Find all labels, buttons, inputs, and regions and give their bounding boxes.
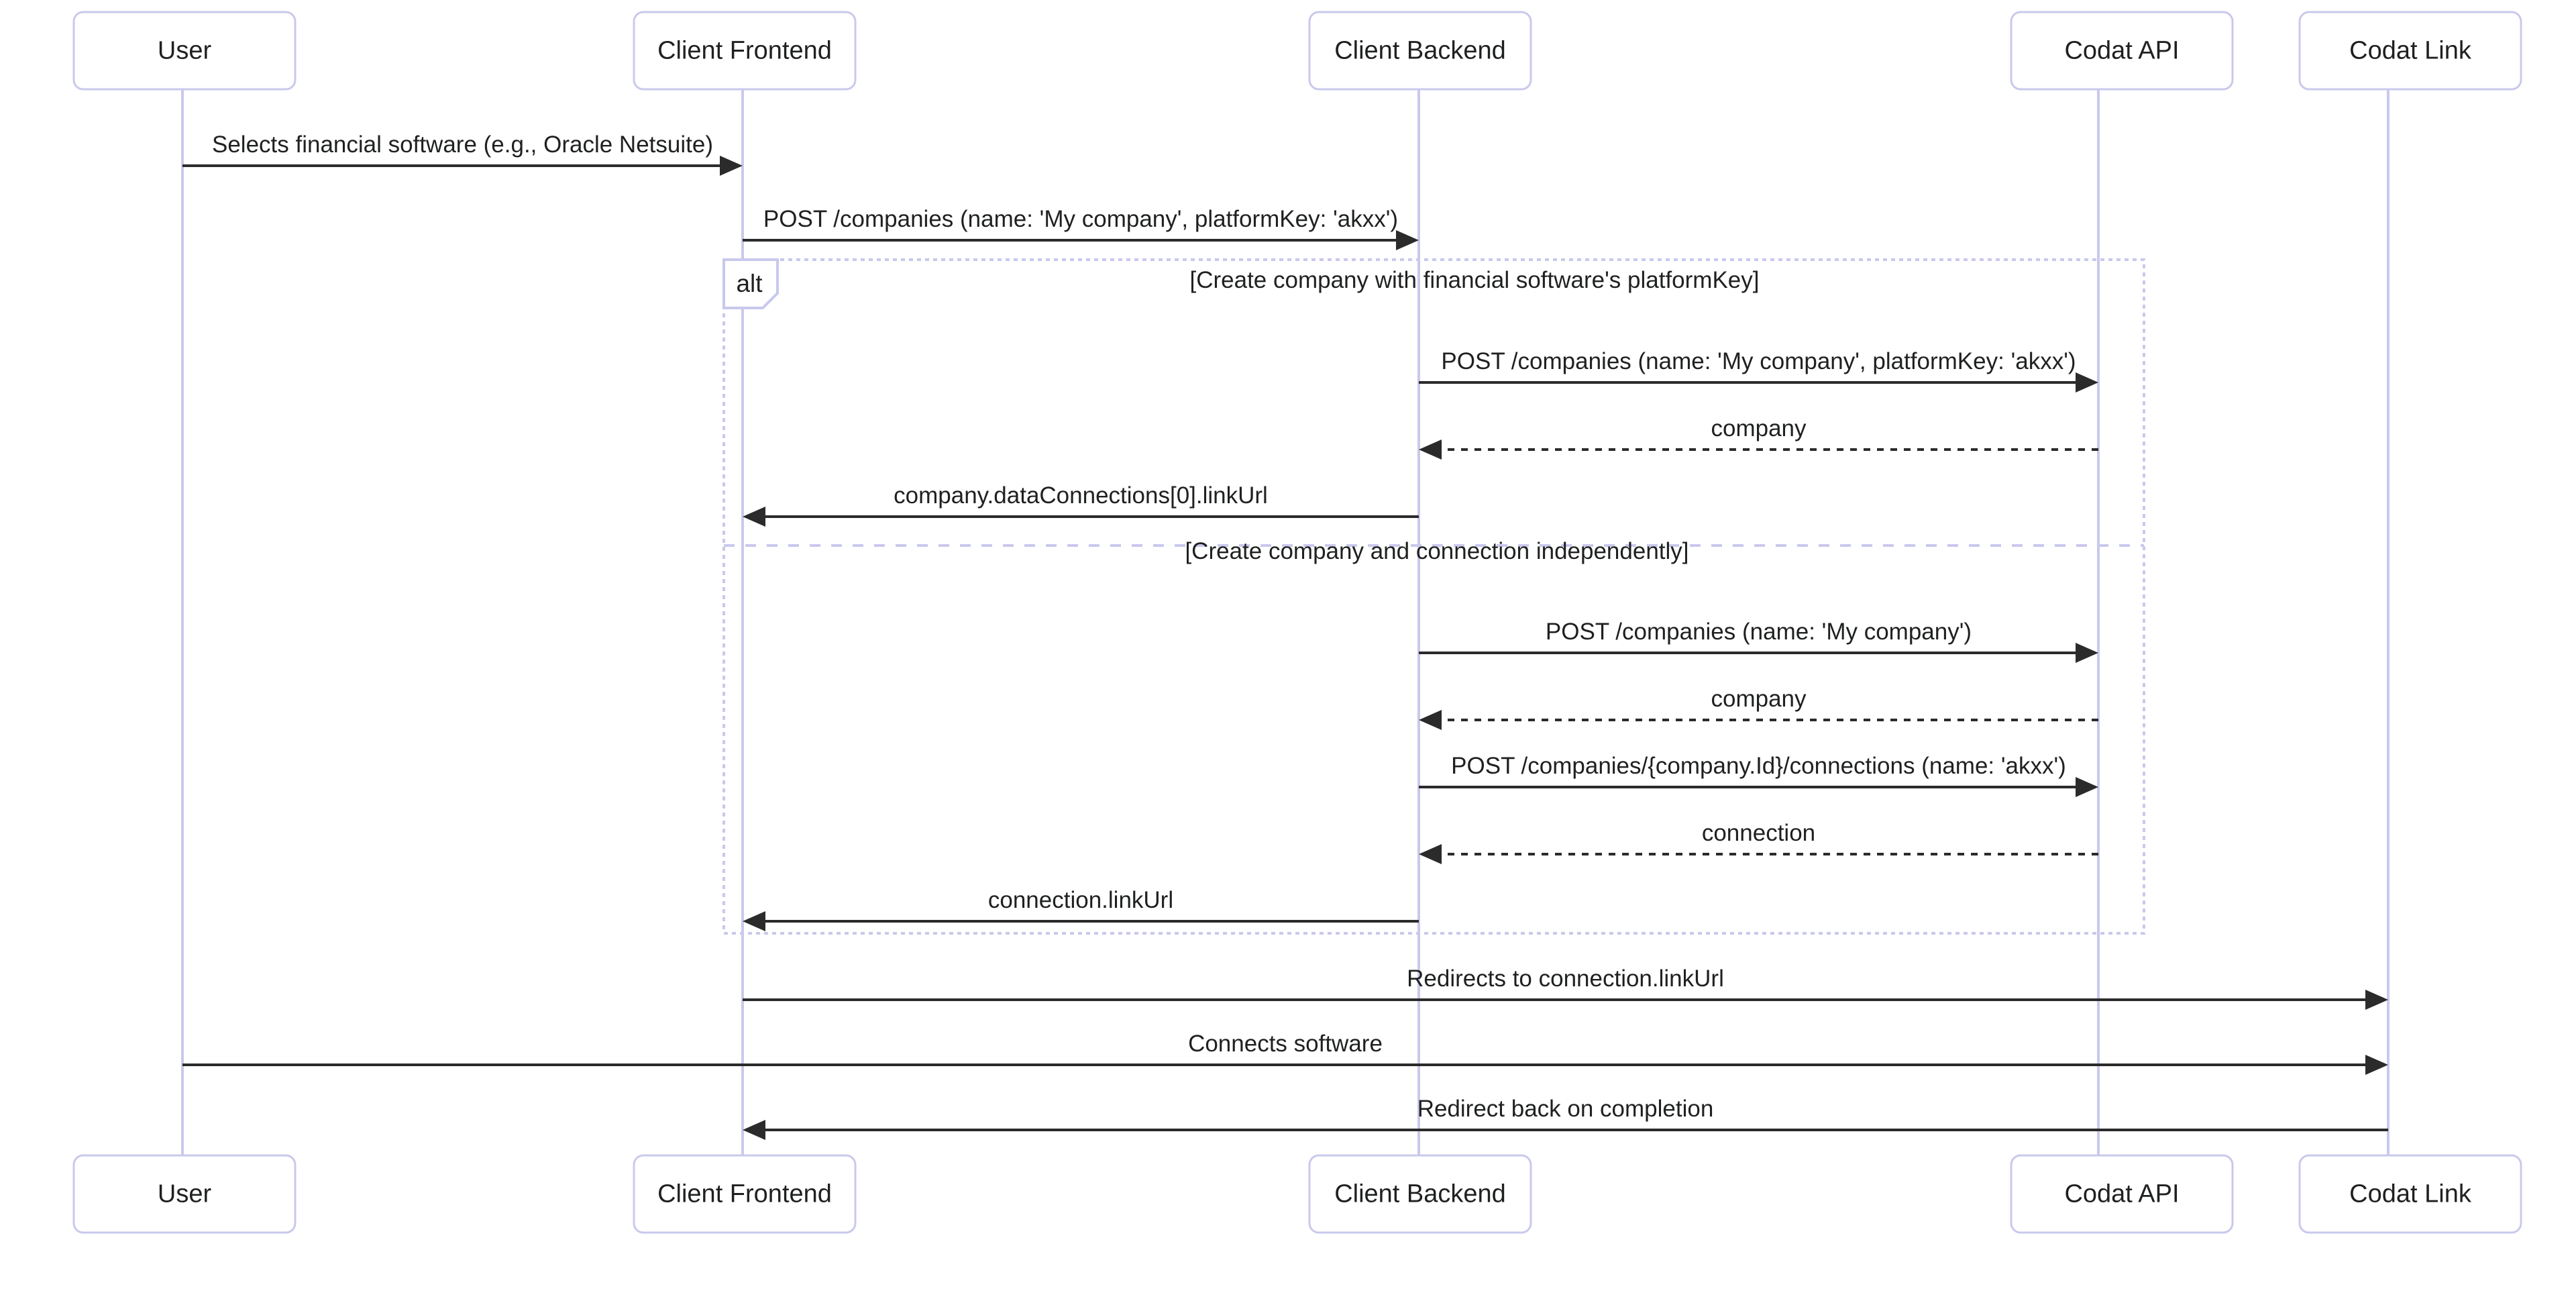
actor-label-backend-bottom: Client Backend	[1334, 1180, 1506, 1208]
message-arrowhead-m5	[743, 507, 765, 527]
message-m8: POST /companies/{company.Id}/connections…	[1419, 753, 2098, 797]
actor-box-rect-backend-bottom[interactable]	[1308, 1154, 1532, 1234]
message-label-m8: POST /companies/{company.Id}/connections…	[1451, 753, 2066, 779]
actor-label-link-top: Codat Link	[2349, 37, 2472, 65]
message-arrowhead-m6	[2076, 643, 2098, 663]
message-label-m3: POST /companies (name: 'My company', pla…	[1441, 348, 2076, 374]
message-m13: Redirect back on completion	[743, 1096, 2388, 1140]
message-label-m13: Redirect back on completion	[1417, 1096, 1714, 1122]
actor-box-rect-user-top[interactable]	[72, 11, 297, 91]
message-m12: Connects software	[182, 1031, 2388, 1075]
message-m3: POST /companies (name: 'My company', pla…	[1419, 348, 2098, 393]
alt-condition-branch2: [Create company and connection independe…	[1185, 538, 1688, 564]
message-label-m9: connection	[1702, 820, 1815, 846]
message-arrowhead-m9	[1419, 844, 1442, 864]
actor-box-user-bottom[interactable]: User	[72, 1154, 297, 1234]
actor-label-api-bottom: Codat API	[2064, 1180, 2179, 1208]
message-m11: Redirects to connection.linkUrl	[743, 966, 2388, 1010]
message-arrowhead-m10	[743, 911, 765, 931]
actor-box-frontend-top[interactable]: Client Frontend	[633, 11, 857, 91]
actor-label-user-bottom: User	[158, 1180, 212, 1208]
message-arrowhead-m13	[743, 1120, 765, 1140]
message-m9: connection	[1419, 820, 2098, 864]
actor-box-user-top[interactable]: User	[72, 11, 297, 91]
message-arrowhead-m8	[2076, 777, 2098, 797]
message-label-m10: connection.linkUrl	[988, 887, 1173, 913]
message-arrowhead-m4	[1419, 439, 1442, 460]
actor-box-rect-frontend-bottom[interactable]	[633, 1154, 857, 1234]
message-arrowhead-m11	[2365, 990, 2388, 1010]
actor-box-rect-link-bottom[interactable]	[2298, 1154, 2522, 1234]
message-label-m1: Selects financial software (e.g., Oracle…	[212, 132, 713, 158]
alt-block-group: alt [Create company with financial softwa…	[722, 258, 2145, 935]
message-label-m12: Connects software	[1188, 1031, 1383, 1057]
message-m1: Selects financial software (e.g., Oracle…	[182, 132, 743, 176]
actor-box-rect-backend-top[interactable]	[1308, 11, 1532, 91]
message-m7: company	[1419, 686, 2098, 730]
actor-label-api-top: Codat API	[2064, 37, 2179, 65]
actor-box-link-bottom[interactable]: Codat Link	[2298, 1154, 2522, 1234]
actor-label-user-top: User	[158, 37, 212, 65]
message-m5: company.dataConnections[0].linkUrl	[743, 482, 1419, 527]
actor-box-link-top[interactable]: Codat Link	[2298, 11, 2522, 91]
message-arrowhead-m1	[720, 156, 743, 176]
actor-label-link-bottom: Codat Link	[2349, 1180, 2472, 1208]
actor-label-frontend-top: Client Frontend	[657, 37, 832, 65]
actor-box-rect-user-bottom[interactable]	[72, 1154, 297, 1234]
message-arrowhead-m7	[1419, 710, 1442, 730]
alt-condition-branch1: [Create company with financial software'…	[1190, 267, 1760, 293]
message-label-m7: company	[1711, 686, 1807, 712]
actor-box-api-bottom[interactable]: Codat API	[2010, 1154, 2234, 1234]
actor-box-api-top[interactable]: Codat API	[2010, 11, 2234, 91]
alt-block-outline	[722, 258, 2145, 935]
message-label-m6: POST /companies (name: 'My company')	[1546, 619, 1972, 645]
actor-box-rect-api-top[interactable]	[2010, 11, 2234, 91]
actor-label-backend-top: Client Backend	[1334, 37, 1506, 65]
actor-boxes-bottom-group: User Client Frontend Client Backend Codat A…	[72, 1154, 2522, 1234]
alt-tag-label: alt	[736, 270, 763, 297]
message-m4: company	[1419, 415, 2098, 460]
message-arrowhead-m3	[2076, 372, 2098, 393]
actor-box-rect-frontend-top[interactable]	[633, 11, 857, 91]
message-label-m5: company.dataConnections[0].linkUrl	[894, 482, 1268, 509]
lifelines-group	[181, 89, 2390, 1155]
message-arrowhead-m12	[2365, 1055, 2388, 1075]
message-label-m4: company	[1711, 415, 1807, 441]
messages-group: Selects financial software (e.g., Oracle…	[182, 132, 2388, 1140]
message-label-m11: Redirects to connection.linkUrl	[1407, 966, 1724, 992]
actor-box-backend-top[interactable]: Client Backend	[1308, 11, 1532, 91]
actor-box-frontend-bottom[interactable]: Client Frontend	[633, 1154, 857, 1234]
message-arrowhead-m2	[1396, 230, 1419, 250]
message-m10: connection.linkUrl	[743, 887, 1419, 931]
actor-label-frontend-bottom: Client Frontend	[657, 1180, 832, 1208]
actor-box-rect-api-bottom[interactable]	[2010, 1154, 2234, 1234]
alt-tag-shape	[722, 258, 779, 309]
message-m6: POST /companies (name: 'My company')	[1419, 619, 2098, 663]
message-label-m2: POST /companies (name: 'My company', pla…	[763, 206, 1398, 232]
actor-box-backend-bottom[interactable]: Client Backend	[1308, 1154, 1532, 1234]
message-m2: POST /companies (name: 'My company', pla…	[743, 206, 1419, 250]
actor-boxes-top-group: User Client Frontend Client Backend Codat A…	[72, 11, 2522, 91]
actor-box-rect-link-top[interactable]	[2298, 11, 2522, 91]
